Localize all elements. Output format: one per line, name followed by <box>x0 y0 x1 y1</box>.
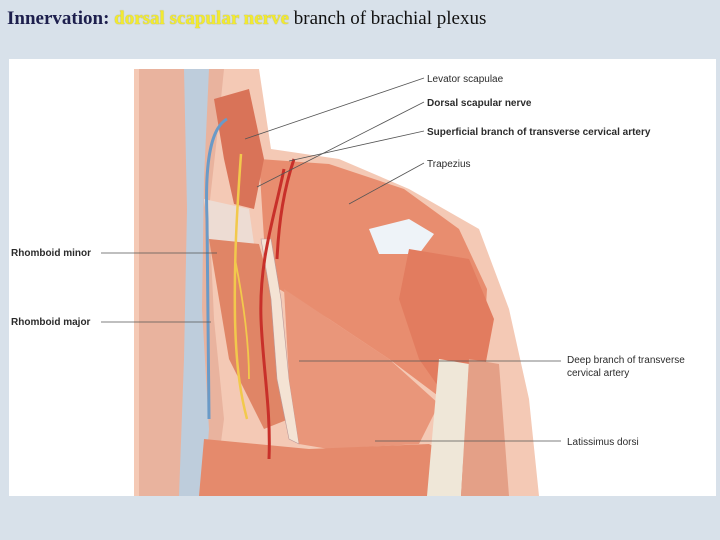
slide-title: Innervation: dorsal scapular nerve branc… <box>7 8 486 30</box>
leader-dorsal-scapular-nerve <box>256 101 425 188</box>
back-anatomy-illustration: Levator scapulae Dorsal scapular nerve S… <box>11 69 685 496</box>
label-trapezius: Trapezius <box>427 159 471 170</box>
rhomboid-minor-muscle <box>204 199 254 244</box>
title-lead: Innervation: <box>7 8 110 29</box>
label-latissimus-dorsi: Latissimus dorsi <box>567 437 639 448</box>
humerus-bone <box>427 359 469 496</box>
leader-trapezius <box>348 162 425 205</box>
title-rest: branch of brachial plexus <box>293 8 487 29</box>
acromion-fascia <box>369 219 434 254</box>
infraspinatus-muscle <box>284 289 439 449</box>
artery-superficial-branch <box>275 158 296 260</box>
latissimus-dorsi-muscle <box>199 439 489 496</box>
leader-superficial-branch <box>288 130 425 162</box>
nerve-branch <box>234 258 250 380</box>
label-levator-scapulae: Levator scapulae <box>427 74 504 85</box>
dorsal-scapular-nerve-path <box>233 153 249 420</box>
label-dorsal-scapular-nerve: Dorsal scapular nerve <box>427 98 532 109</box>
arm-muscle <box>461 359 509 496</box>
illustration-panel: Levator scapulae Dorsal scapular nerve S… <box>9 59 716 496</box>
label-deep-branch-line1: Deep branch of transverse <box>567 355 685 366</box>
label-deep-branch-line2: cervical artery <box>567 368 629 379</box>
leader-levator-scapulae <box>244 77 425 140</box>
neck-vessel <box>205 117 228 420</box>
label-rhomboid-minor: Rhomboid minor <box>11 248 91 259</box>
label-rhomboid-major: Rhomboid major <box>11 317 91 328</box>
artery-deep-branch <box>259 168 286 460</box>
spinal-aponeurosis <box>179 69 209 496</box>
title-highlight: dorsal scapular nerve <box>114 8 290 29</box>
label-superficial-branch: Superficial branch of transverse cervica… <box>427 127 651 138</box>
